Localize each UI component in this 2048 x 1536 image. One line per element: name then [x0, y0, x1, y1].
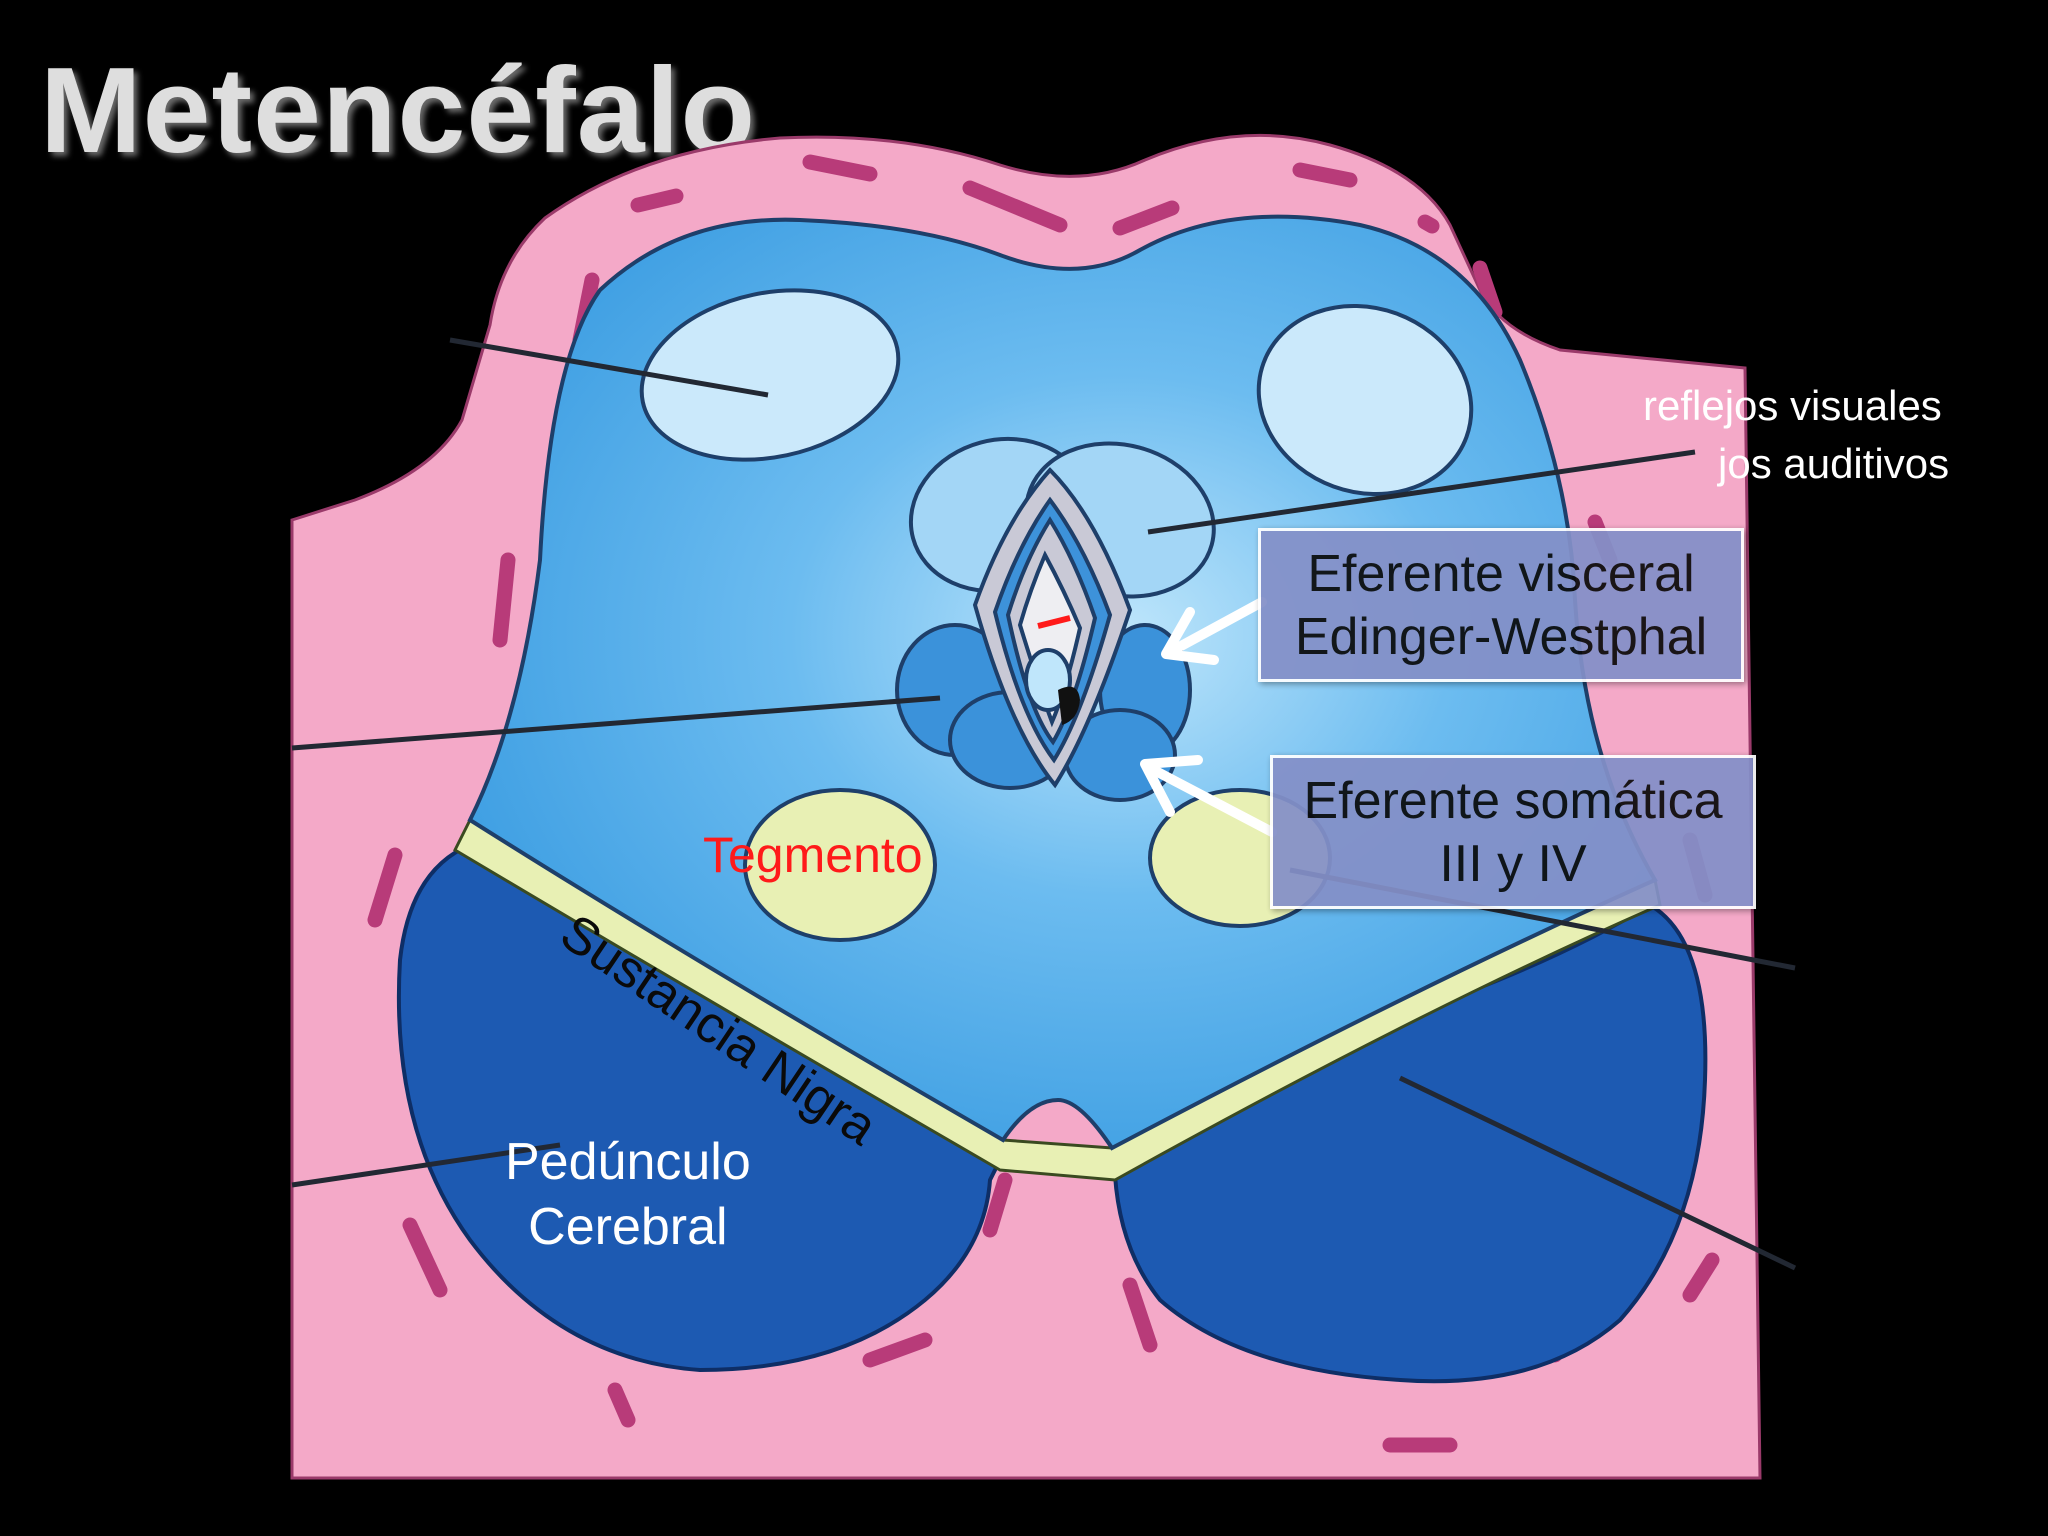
slide-title: Metencéfalo — [40, 42, 757, 178]
callout-eferente-somatica: Eferente somática III y IV — [1270, 755, 1756, 909]
label-pedunculo-line2: Cerebral — [528, 1198, 728, 1256]
red-nucleus-left — [743, 788, 937, 942]
red-mark — [1037, 615, 1071, 629]
colliculus-left — [639, 288, 901, 462]
callout-visceral-line1: Eferente visceral — [1307, 545, 1695, 603]
callout-eferente-visceral: Eferente visceral Edinger-Westphal — [1258, 528, 1744, 682]
label-reflejos-auditivos: jos auditivos — [1718, 440, 1950, 487]
label-pedunculo-line1: Pedúnculo — [505, 1133, 751, 1191]
callout-somatica-line1: Eferente somática — [1303, 772, 1723, 830]
colliculus-right — [1256, 303, 1474, 497]
callout-visceral-line2: Edinger-Westphal — [1294, 608, 1708, 666]
callout-somatica-line2: III y IV — [1439, 835, 1587, 893]
callout-arrows — [1140, 597, 1277, 837]
label-pedunculo: Pedúnculo Cerebral — [505, 1130, 751, 1260]
label-tegmento: Tegmento — [703, 827, 923, 883]
aqueduct-complex — [895, 436, 1216, 802]
label-reflejos-visuales: reflejos visuales — [1643, 382, 1942, 429]
